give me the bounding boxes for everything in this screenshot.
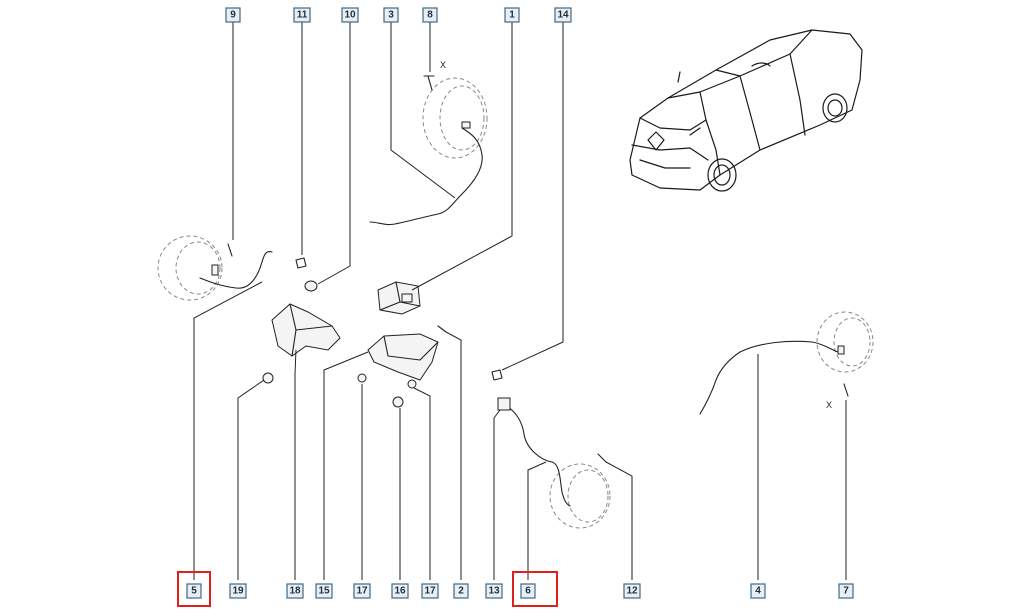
- sensor-head-rear-right: [837, 345, 845, 355]
- leader-lines: [193, 22, 847, 580]
- wheel-rear-right: [816, 311, 874, 373]
- svg-text:11: 11: [297, 10, 308, 21]
- callout-13: 13: [485, 583, 503, 599]
- svg-text:8: 8: [427, 10, 433, 21]
- bolt-12: [597, 453, 607, 463]
- svg-text:13: 13: [488, 586, 500, 597]
- svg-text:17: 17: [424, 586, 436, 597]
- mounting-plate-15: [367, 333, 439, 381]
- callout-8: 8: [422, 7, 438, 23]
- callout-11: 11: [293, 7, 311, 23]
- x-mark-top: X: [440, 60, 446, 70]
- sensor-head-front-left: [211, 264, 219, 276]
- svg-text:3: 3: [388, 10, 394, 21]
- svg-text:4: 4: [755, 586, 761, 597]
- wheel-speed-sensor-rear-right: [699, 340, 839, 415]
- callout-16: 16: [391, 583, 409, 599]
- grommet-13: [497, 397, 511, 411]
- wheel-front-right: [422, 77, 488, 159]
- bracket-18: [271, 303, 341, 357]
- clip-14: [491, 369, 503, 381]
- callout-9: 9: [225, 7, 241, 23]
- callout-1: 1: [504, 7, 520, 23]
- callout-12: 12: [623, 583, 641, 599]
- callout-10: 10: [341, 7, 359, 23]
- nut-16: [392, 396, 404, 408]
- svg-text:1: 1: [509, 10, 515, 21]
- callout-17b: 17: [421, 583, 439, 599]
- callout-19: 19: [229, 583, 247, 599]
- svg-text:2: 2: [458, 586, 464, 597]
- callout-3: 3: [383, 7, 399, 23]
- abs-hydraulic-unit: [377, 281, 421, 315]
- x-mark-right: X: [826, 400, 832, 410]
- svg-text:6: 6: [525, 586, 531, 597]
- wheel-front-left: [157, 235, 223, 301]
- bolt-8: [423, 75, 435, 91]
- clip-11: [295, 257, 307, 269]
- svg-text:7: 7: [843, 586, 849, 597]
- bolt-9: [227, 243, 233, 257]
- nut-17b: [407, 379, 417, 389]
- svg-text:18: 18: [289, 586, 301, 597]
- wheel-rear-left: [549, 463, 611, 529]
- callout-15: 15: [315, 583, 333, 599]
- svg-text:16: 16: [394, 586, 406, 597]
- callout-6: 6: [512, 571, 558, 607]
- highlight-box-5: [177, 571, 211, 607]
- nut-10: [304, 280, 318, 292]
- bolt-7: [843, 383, 849, 397]
- svg-text:9: 9: [230, 10, 236, 21]
- wheel-speed-sensor-front-right: [369, 127, 483, 226]
- callout-17a: 17: [353, 583, 371, 599]
- bolt-2: [437, 325, 447, 333]
- callout-14: 14: [554, 7, 572, 23]
- svg-text:5: 5: [191, 586, 197, 597]
- svg-text:14: 14: [557, 10, 569, 21]
- nut-19: [262, 372, 274, 384]
- car-illustration: [629, 29, 863, 192]
- nut-17a: [357, 373, 367, 383]
- svg-text:17: 17: [356, 586, 368, 597]
- callout-2: 2: [453, 583, 469, 599]
- callout-4: 4: [750, 583, 766, 599]
- svg-text:15: 15: [318, 586, 330, 597]
- highlight-box-6: [512, 571, 558, 607]
- sensor-head-front-right: [461, 121, 471, 129]
- svg-text:19: 19: [232, 586, 244, 597]
- wheel-speed-sensor-front-left: [199, 251, 273, 289]
- callout-7: 7: [838, 583, 854, 599]
- wheel-speed-sensor-rear-left: [505, 405, 571, 507]
- callout-18: 18: [286, 583, 304, 599]
- svg-text:12: 12: [626, 586, 638, 597]
- callout-5: 5: [177, 571, 211, 607]
- svg-text:10: 10: [344, 10, 356, 21]
